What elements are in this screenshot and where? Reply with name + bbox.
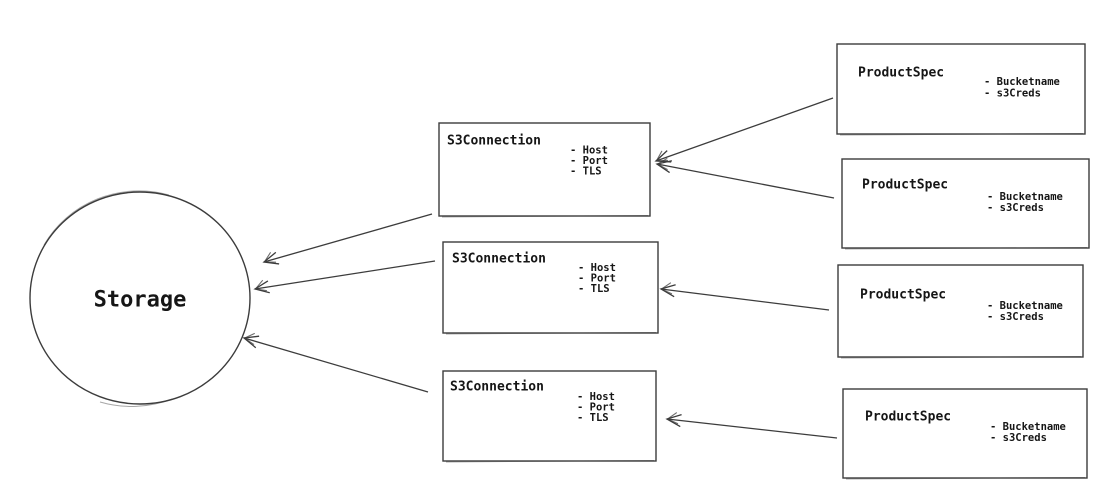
node-attribute: - s3Creds — [987, 311, 1044, 323]
node-title: ProductSpec — [858, 66, 944, 81]
arrow-productspec-1-to-s3connection-1 — [654, 97, 834, 163]
node-attribute: - Port — [570, 155, 608, 167]
sketch-stroke — [99, 398, 173, 407]
edges-layer — [242, 97, 838, 439]
sketch-stroke — [441, 215, 649, 218]
productspec-node-3: ProductSpec - Bucketname - s3Creds — [837, 264, 1084, 359]
arrow-productspec-4-to-s3connection-3 — [665, 412, 838, 439]
node-attribute: - Host — [578, 262, 616, 274]
node-title: S3Connection — [452, 252, 546, 267]
node-attribute: - TLS — [578, 283, 610, 295]
node-attribute: - s3Creds — [990, 432, 1047, 444]
arrow-s3connection-3-to-storage — [242, 332, 429, 393]
s3connection-node-1: S3Connection - Host - Port - TLS — [438, 122, 651, 218]
arrow-productspec-3-to-s3connection-2 — [659, 282, 830, 311]
node-attribute: - Bucketname — [990, 421, 1066, 433]
node-title: S3Connection — [450, 380, 544, 395]
node-rect — [438, 122, 651, 217]
productspec-node-1: ProductSpec - Bucketname - s3Creds — [836, 43, 1086, 136]
productspec-node-2: ProductSpec - Bucketname - s3Creds — [841, 158, 1090, 250]
node-rect — [841, 158, 1090, 249]
s3connection-node-3: S3Connection - Host - Port - TLS — [442, 370, 657, 463]
node-attribute: - TLS — [577, 412, 609, 424]
node-attribute: - Port — [577, 402, 615, 414]
s3connection-node-2: S3Connection - Host - Port - TLS — [442, 241, 659, 335]
node-attribute: - TLS — [570, 166, 602, 178]
node-attribute: - Bucketname — [984, 76, 1060, 88]
sketch-stroke — [844, 247, 1088, 250]
node-attribute: - Port — [578, 273, 616, 285]
sketch-stroke — [839, 133, 1084, 136]
node-title: ProductSpec — [865, 410, 951, 425]
sketch-stroke — [43, 190, 170, 246]
storage-node: Storage — [29, 190, 251, 407]
node-attribute: - s3Creds — [984, 88, 1041, 100]
node-attribute: - Host — [577, 391, 615, 403]
node-attribute: - Host — [570, 145, 608, 157]
arrow-productspec-2-to-s3connection-1 — [655, 157, 835, 199]
storage-circle — [29, 191, 251, 405]
sketch-stroke — [445, 332, 657, 335]
node-rect — [442, 370, 657, 462]
node-attribute: - s3Creds — [987, 202, 1044, 214]
node-rect — [836, 43, 1086, 135]
storage-label: Storage — [94, 288, 187, 313]
node-rect — [842, 388, 1088, 479]
arrow-s3connection-1-to-storage — [262, 213, 433, 265]
node-rect — [442, 241, 659, 334]
productspec-node-4: ProductSpec - Bucketname - s3Creds — [842, 388, 1088, 480]
arrow-s3connection-2-to-storage — [253, 260, 436, 294]
node-title: ProductSpec — [862, 178, 948, 193]
sketch-stroke — [845, 477, 1086, 480]
node-title: S3Connection — [447, 134, 541, 149]
sketch-stroke — [445, 460, 655, 463]
node-attribute: - Bucketname — [987, 300, 1063, 312]
node-title: ProductSpec — [860, 288, 946, 303]
sketch-stroke — [840, 356, 1082, 359]
node-attribute: - Bucketname — [987, 191, 1063, 203]
node-rect — [837, 264, 1084, 358]
